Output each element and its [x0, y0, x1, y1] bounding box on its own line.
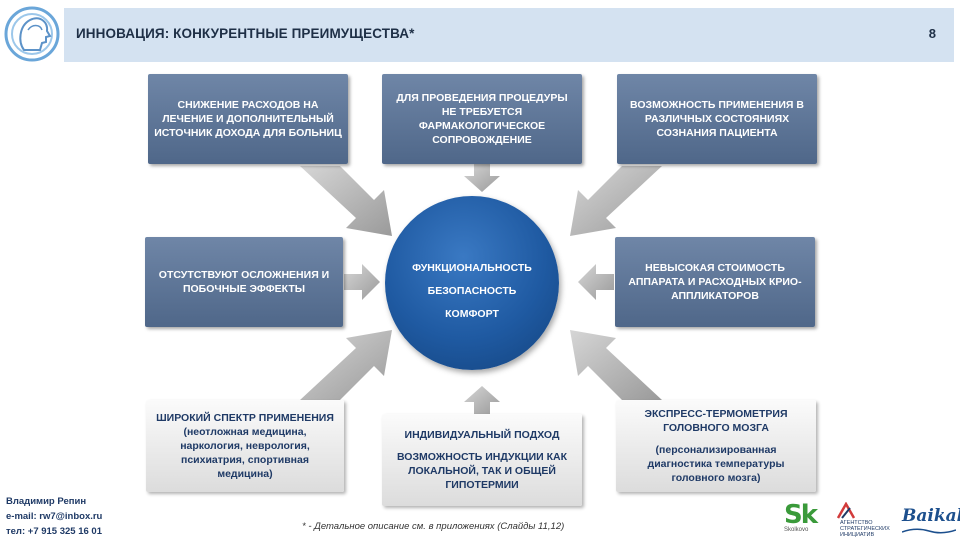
box-consciousness-states: ВОЗМОЖНОСТЬ ПРИМЕНЕНИЯ В РАЗЛИЧНЫХ СОСТО… [617, 74, 817, 164]
page-number: 8 [928, 26, 936, 41]
arrow-mid-left [344, 264, 380, 300]
author-email: e-mail: rw7@inbox.ru [6, 511, 103, 522]
baikal-logo: Baikal [898, 500, 960, 536]
asi-text-line-3: ИНИЦИАТИВ [840, 532, 875, 538]
author-phone: тел: +7 915 325 16 01 [6, 526, 102, 537]
arrow-bottom-left [300, 330, 392, 400]
box-wide-application-detail: (неотложная медицина, наркология, неврол… [180, 425, 310, 481]
box-express-thermometry-title: ЭКСПРЕСС-ТЕРМОМЕТРИЯ ГОЛОВНОГО МОЗГА [644, 407, 788, 434]
center-line-comfort: КОМФОРТ [445, 308, 499, 320]
box-individual-approach-title: ИНДИВИДУАЛЬНЫЙ ПОДХОД [404, 428, 560, 441]
author-contacts: Владимир Репин e-mail: rw7@inbox.ru тел:… [6, 494, 102, 539]
author-name: Владимир Репин [6, 496, 87, 507]
head-profile-logo-icon [4, 6, 60, 62]
asi-text: АГЕНТСТВО СТРАТЕГИЧЕСКИХ ИНИЦИАТИВ [840, 520, 890, 538]
arrow-mid-right [578, 264, 614, 300]
page-title: ИННОВАЦИЯ: КОНКУРЕНТНЫЕ ПРЕИМУЩЕСТВА* [76, 26, 415, 41]
skolkovo-text: Skolkovo [784, 527, 809, 533]
box-no-complications-text: ОТСУТСТВУЮТ ОСЛОЖНЕНИЯ И ПОБОЧНЫЕ ЭФФЕКТ… [158, 268, 330, 295]
box-express-thermometry-detail: (персонализированная диагностика темпера… [647, 443, 785, 485]
baikal-wave-icon [902, 528, 956, 534]
box-no-pharmacology-text: ДЛЯ ПРОВЕДЕНИЯ ПРОЦЕДУРЫ НЕ ТРЕБУЕТСЯ ФА… [396, 91, 568, 147]
box-cost-reduction-text: СНИЖЕНИЕ РАСХОДОВ НА ЛЕЧЕНИЕ И ДОПОЛНИТЕ… [154, 98, 342, 140]
arrow-bottom-center [464, 386, 500, 414]
center-line-safety: БЕЗОПАСНОСТЬ [427, 285, 517, 297]
box-wide-application: ШИРОКИЙ СПЕКТР ПРИМЕНЕНИЯ (неотложная ме… [146, 400, 344, 492]
arrow-top-center [464, 164, 500, 192]
box-wide-application-title: ШИРОКИЙ СПЕКТР ПРИМЕНЕНИЯ [156, 411, 334, 424]
center-line-functionality: ФУНКЦИОНАЛЬНОСТЬ [412, 262, 532, 274]
asi-text-line-1: АГЕНТСТВО [840, 520, 873, 526]
center-circle: ФУНКЦИОНАЛЬНОСТЬ БЕЗОПАСНОСТЬ КОМФОРТ [385, 196, 559, 370]
skolkovo-logo: Sk Skolkovo [780, 500, 820, 536]
footnote: * - Детальное описание см. в приложениях… [302, 521, 565, 532]
skolkovo-mark: Sk [784, 500, 818, 530]
arrow-top-right [570, 166, 662, 236]
asi-logo: АГЕНТСТВО СТРАТЕГИЧЕСКИХ ИНИЦИАТИВ [830, 502, 890, 538]
arrow-bottom-right [570, 330, 662, 400]
box-individual-approach: ИНДИВИДУАЛЬНЫЙ ПОДХОД ВОЗМОЖНОСТЬ ИНДУКЦ… [382, 414, 582, 506]
box-no-pharmacology: ДЛЯ ПРОВЕДЕНИЯ ПРОЦЕДУРЫ НЕ ТРЕБУЕТСЯ ФА… [382, 74, 582, 164]
asi-mark-icon [836, 502, 856, 519]
box-low-cost: НЕВЫСОКАЯ СТОИМОСТЬ АППАРАТА И РАСХОДНЫХ… [615, 237, 815, 327]
baikal-text: Baikal [902, 506, 960, 526]
box-consciousness-states-text: ВОЗМОЖНОСТЬ ПРИМЕНЕНИЯ В РАЗЛИЧНЫХ СОСТО… [630, 98, 804, 140]
box-no-complications: ОТСУТСТВУЮТ ОСЛОЖНЕНИЯ И ПОБОЧНЫЕ ЭФФЕКТ… [145, 237, 343, 327]
asi-text-line-2: СТРАТЕГИЧЕСКИХ [840, 526, 890, 532]
box-low-cost-text: НЕВЫСОКАЯ СТОИМОСТЬ АППАРАТА И РАСХОДНЫХ… [628, 261, 802, 303]
box-individual-approach-detail: ВОЗМОЖНОСТЬ ИНДУКЦИИ КАК ЛОКАЛЬНОЙ, ТАК … [396, 450, 568, 492]
box-express-thermometry: ЭКСПРЕСС-ТЕРМОМЕТРИЯ ГОЛОВНОГО МОЗГА (пе… [616, 400, 816, 492]
header-bar: ИННОВАЦИЯ: КОНКУРЕНТНЫЕ ПРЕИМУЩЕСТВА* 8 [64, 8, 954, 62]
arrow-top-left [300, 166, 392, 236]
box-cost-reduction: СНИЖЕНИЕ РАСХОДОВ НА ЛЕЧЕНИЕ И ДОПОЛНИТЕ… [148, 74, 348, 164]
